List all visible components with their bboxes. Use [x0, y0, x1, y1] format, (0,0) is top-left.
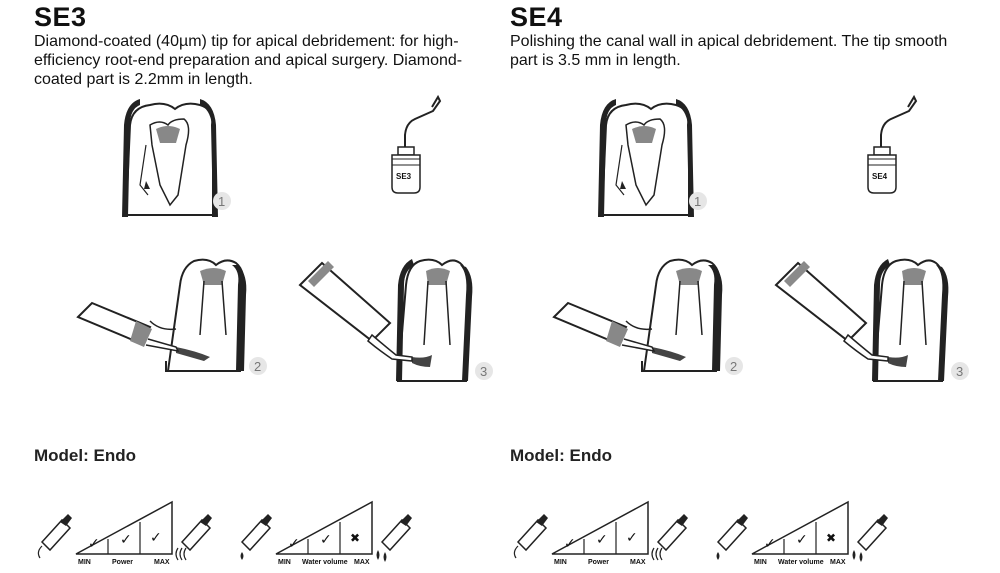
power-check-3: ✓ — [150, 530, 162, 546]
water-max-label: MAX — [354, 559, 370, 566]
tooth-cross-section-3: 3 — [774, 258, 969, 382]
water-check-1: ✓ — [764, 536, 776, 552]
tip-model-label: SE3 — [396, 172, 412, 181]
vibration-handpiece-icon — [651, 514, 688, 561]
power-min-label: MIN — [554, 559, 567, 566]
power-gauge: MIN Power MAX ✓ ✓ ✓ — [513, 500, 688, 566]
model-label: Model: Endo — [34, 446, 136, 465]
drip-handpiece-icon — [716, 514, 748, 560]
section-se3: SE3 Diamond-coated (40µm) tip for apical… — [0, 0, 493, 573]
step-number-2: 2 — [254, 359, 261, 374]
water-cross-3: ✖ — [826, 531, 836, 545]
tip-title: SE3 — [34, 2, 87, 32]
power-gauge: MIN Power MAX ✓ ✓ ✓ — [37, 500, 212, 566]
drip-handpiece-icon — [240, 514, 272, 560]
vibration-handpiece-icon — [175, 514, 212, 561]
section-se4: SE4 Polishing the canal wall in apical d… — [476, 0, 969, 573]
step-number-3: 3 — [956, 364, 963, 379]
step-number-1: 1 — [694, 194, 701, 209]
spray-handpiece-icon — [376, 514, 412, 562]
tip-description: Diamond-coated (40µm) tip for apical deb… — [34, 33, 463, 88]
water-check-1: ✓ — [288, 536, 300, 552]
power-check-3: ✓ — [626, 530, 638, 546]
spray-handpiece-icon — [852, 514, 888, 562]
model-label: Model: Endo — [510, 446, 612, 465]
tooth-cross-section-3: 3 — [298, 258, 493, 382]
power-label: Power — [588, 559, 609, 566]
power-min-label: MIN — [78, 559, 91, 566]
procedure-illustration: 1 SE3 2 — [76, 94, 493, 382]
water-check-2: ✓ — [320, 532, 332, 548]
tip-model-label: SE4 — [872, 172, 888, 181]
handpiece-icon — [513, 514, 548, 559]
tip-title: SE4 — [510, 2, 563, 32]
water-min-label: MIN — [278, 559, 291, 566]
power-check-2: ✓ — [120, 532, 132, 548]
water-gauge: MIN Water volume MAX ✓ ✓ ✖ — [240, 500, 412, 566]
tip-description: Polishing the canal wall in apical debri… — [510, 33, 948, 69]
tooth-cross-section-1: 1 — [598, 99, 707, 217]
water-label: Water volume — [302, 559, 348, 566]
settings-gauges: MIN Power MAX ✓ ✓ ✓ MIN Water volume MAX — [37, 500, 412, 566]
water-check-2: ✓ — [796, 532, 808, 548]
power-max-label: MAX — [630, 559, 646, 566]
settings-gauges: MIN Power MAX ✓ ✓ ✓ MIN Water volume MAX — [513, 500, 888, 566]
ultrasonic-tip: SE4 — [867, 94, 918, 194]
ultrasonic-tip: SE3 — [391, 94, 442, 194]
step-number-3: 3 — [480, 364, 487, 379]
water-min-label: MIN — [754, 559, 767, 566]
power-check-1: ✓ — [564, 536, 576, 552]
water-max-label: MAX — [830, 559, 846, 566]
tooth-cross-section-2: 2 — [552, 258, 743, 375]
power-check-2: ✓ — [596, 532, 608, 548]
tooth-cross-section-2: 2 — [76, 258, 267, 375]
procedure-illustration: 1 SE4 2 — [552, 94, 969, 382]
power-max-label: MAX — [154, 559, 170, 566]
water-gauge: MIN Water volume MAX ✓ ✓ ✖ — [716, 500, 888, 566]
power-check-1: ✓ — [88, 536, 100, 552]
step-number-2: 2 — [730, 359, 737, 374]
step-number-1: 1 — [218, 194, 225, 209]
handpiece-icon — [37, 514, 72, 559]
water-label: Water volume — [778, 559, 824, 566]
power-label: Power — [112, 559, 133, 566]
tooth-cross-section-1: 1 — [122, 99, 231, 217]
water-cross-3: ✖ — [350, 531, 360, 545]
